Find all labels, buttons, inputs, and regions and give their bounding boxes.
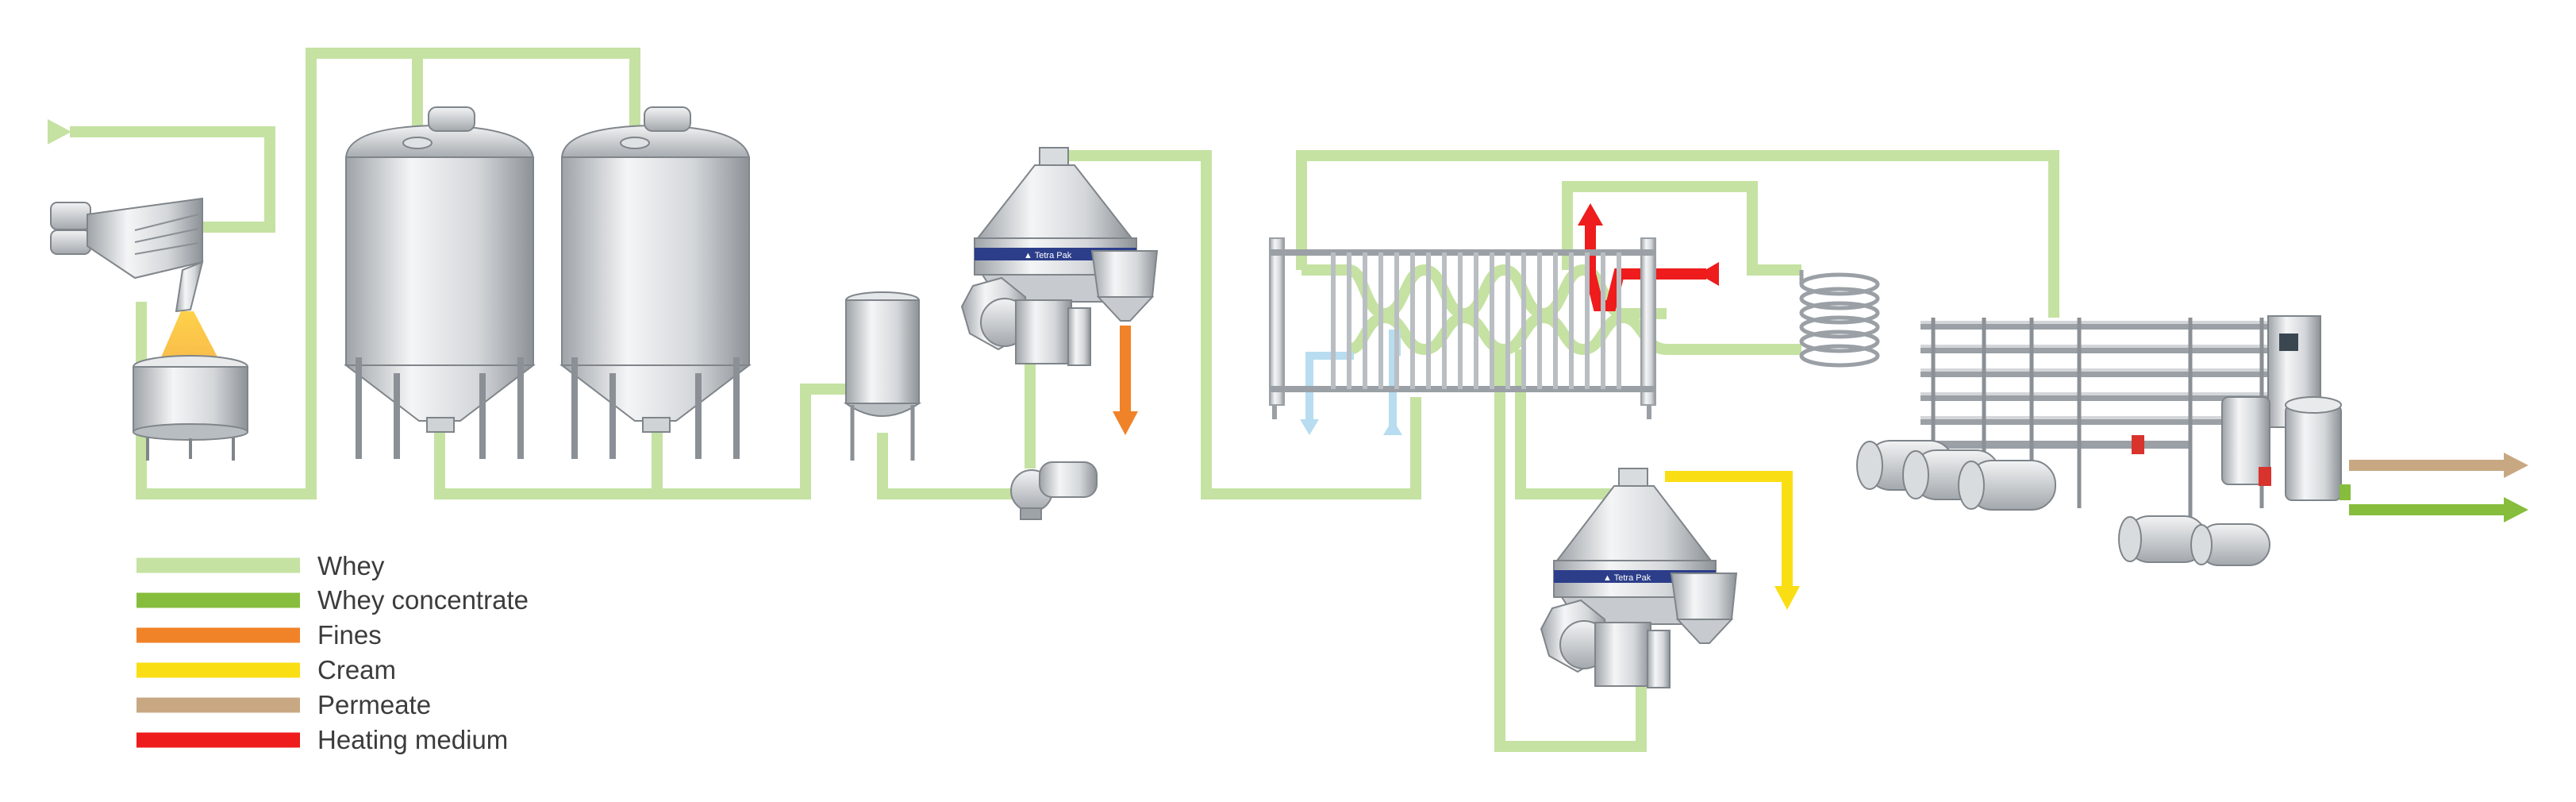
whey-concentrate-outlet-line <box>2349 497 2528 522</box>
legend-item-whey-concentrate: Whey concentrate <box>135 584 690 619</box>
whey-line-phe-lower <box>1348 311 1801 356</box>
heating-out-arrow-icon <box>1578 203 1603 226</box>
cream-separator-icon: ▲ Tetra Pak <box>1540 468 1738 688</box>
legend-label: Fines <box>317 620 382 650</box>
tetra-pak-logo: ▲ Tetra Pak <box>1024 251 1072 260</box>
buffer-tank-1-icon <box>344 106 536 459</box>
heating-coil-icon <box>1799 270 1880 368</box>
whey-line-upper-return <box>1296 150 2059 318</box>
legend-label: Permeate <box>317 690 432 719</box>
whey-line-separator-return <box>1515 349 1611 499</box>
fines-outlet-line <box>1113 326 1138 435</box>
legend-label: Cream <box>317 655 397 684</box>
permeate-arrow-icon <box>2504 453 2528 478</box>
legend-label: Whey concentrate <box>317 585 529 615</box>
whey-line-tanks-bottom <box>434 384 851 499</box>
legend-label: Heating medium <box>317 725 509 754</box>
whey-inlet-line <box>48 119 275 233</box>
tetra-pak-logo: ▲ Tetra Pak <box>1603 573 1651 583</box>
heating-in-arrow-icon <box>1698 262 1719 286</box>
filtration-plant-icon <box>1856 315 2351 566</box>
collection-vat-icon <box>133 355 248 461</box>
legend-item-whey: Whey <box>135 549 690 584</box>
whey-line-to-cream-separator <box>1494 349 1647 752</box>
whey-concentrate-arrow-icon <box>2504 497 2528 522</box>
whey-line-vat-to-tanks <box>136 48 640 499</box>
legend-item-permeate: Permeate <box>135 689 690 724</box>
legend-item-fines: Fines <box>135 619 690 654</box>
clarifier-separator-icon: ▲ Tetra Pak <box>960 147 1159 366</box>
whey-line-phe-upper <box>1301 264 1667 320</box>
centrifugal-pump-icon <box>1010 461 1098 520</box>
fines-arrow-icon <box>1113 411 1138 435</box>
legend: Whey Whey concentrate Fines Cream Permea… <box>135 549 690 759</box>
whey-line-to-coil <box>1562 181 1801 276</box>
whey-line-tank-to-pump <box>877 433 1030 499</box>
legend-item-cream: Cream <box>135 654 690 689</box>
whey-inlet-arrow-icon <box>48 119 71 145</box>
plate-heat-exchanger-icon <box>1269 237 1656 419</box>
legend-swatches <box>136 557 300 748</box>
small-tank-icon <box>843 291 922 461</box>
cream-outlet-line <box>1665 471 1800 610</box>
buffer-tank-2-icon <box>559 106 752 459</box>
legend-label: Whey <box>317 551 385 580</box>
permeate-outlet-line <box>2349 453 2528 478</box>
legend-item-heating-medium: Heating medium <box>135 724 690 759</box>
whey-line-clarifier-to-phe <box>1062 150 1421 499</box>
cream-arrow-icon <box>1774 586 1800 610</box>
strainer-icon <box>50 197 204 313</box>
